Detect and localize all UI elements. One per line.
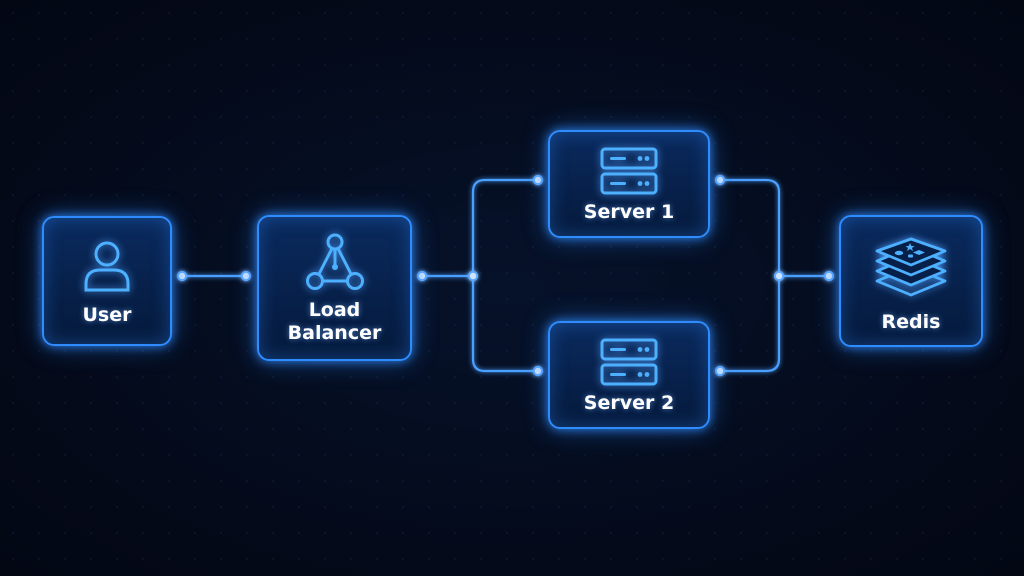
connector-dot xyxy=(532,174,544,186)
load-balancer-node[interactable]: Load Balancer xyxy=(257,215,412,361)
edge-load-balancer-to-server-2 xyxy=(471,274,540,373)
server-2-node-label: Server 2 xyxy=(583,392,675,414)
server-2-node[interactable]: Server 2 xyxy=(548,321,710,429)
edge-server-1-to-redis xyxy=(718,178,781,278)
junction-dot xyxy=(467,270,479,282)
user-node-label: User xyxy=(82,304,132,326)
load-balancer-node-label: Load Balancer xyxy=(287,299,382,344)
server-1-node[interactable]: Server 1 xyxy=(548,130,710,238)
connector-dot xyxy=(823,270,835,282)
server-icon xyxy=(600,147,658,195)
edge-load-balancer-to-server-1 xyxy=(471,178,540,278)
connector-dot xyxy=(176,270,188,282)
redis-stack-icon xyxy=(875,237,947,297)
load-balancer-icon xyxy=(305,233,364,290)
redis-node-label: Redis xyxy=(881,311,941,333)
user-icon xyxy=(84,241,130,292)
connector-dot xyxy=(532,365,544,377)
user-node[interactable]: User xyxy=(42,216,172,346)
connector-dot xyxy=(240,270,252,282)
junction-dot xyxy=(773,270,785,282)
connector-dot xyxy=(416,270,428,282)
edge-server-2-to-redis xyxy=(718,274,781,373)
server-1-node-label: Server 1 xyxy=(583,201,675,223)
connector-dot xyxy=(714,174,726,186)
connector-dot xyxy=(714,365,726,377)
redis-node[interactable]: Redis xyxy=(839,215,983,347)
server-icon xyxy=(600,338,658,386)
